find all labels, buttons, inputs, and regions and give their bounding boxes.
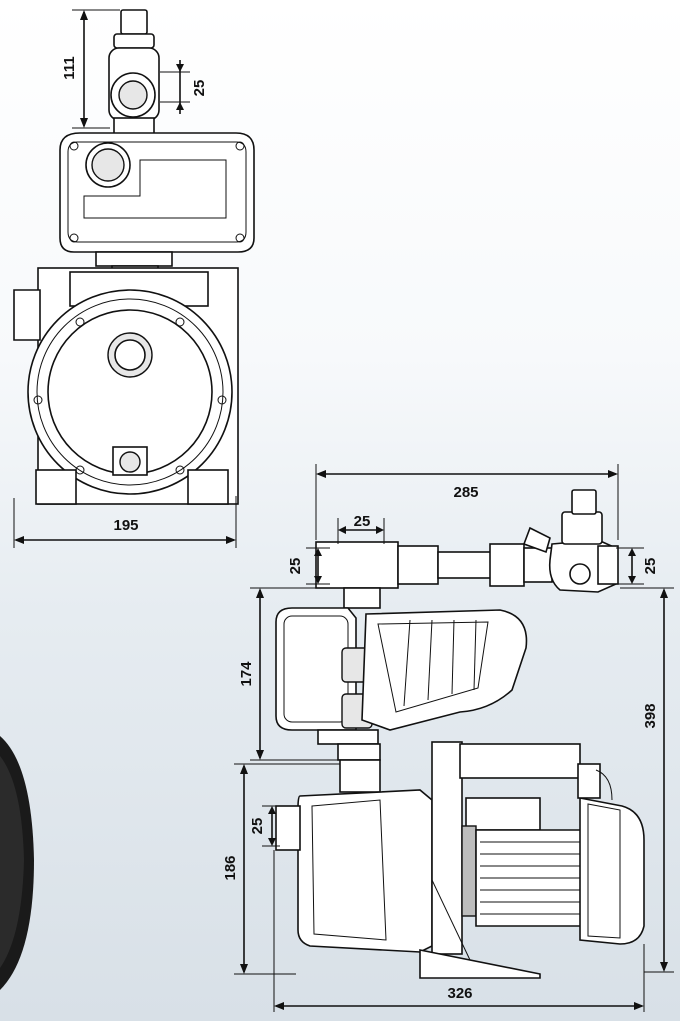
dim-front-width: 195 [13, 496, 237, 548]
dim-label-195: 195 [113, 517, 138, 534]
dim-label-326: 326 [447, 985, 472, 1002]
dim-label-186: 186 [222, 855, 239, 880]
dim-side-total-height: 398 [620, 587, 674, 973]
dim-side-inlet: 25 [249, 805, 280, 847]
dim-label-285: 285 [453, 484, 478, 501]
dim-side-length: 326 [273, 850, 645, 1012]
dim-front-fitting: 25 [160, 60, 208, 114]
dim-side-base-height: 186 [222, 763, 340, 975]
dim-label-side-25-left: 25 [287, 558, 304, 575]
dim-side-controller-height: 174 [238, 587, 340, 761]
front-view-pump [13, 9, 255, 505]
dim-front-inlet-height: 111 [61, 9, 120, 129]
dim-label-side-25-right: 25 [642, 558, 659, 575]
dim-label-111: 111 [61, 56, 78, 79]
dim-label-side-25-inlet: 25 [249, 818, 266, 835]
dim-side-pipe-left: 25 [337, 513, 385, 544]
dim-label-side-25-top: 25 [354, 513, 371, 530]
dim-label-398: 398 [642, 703, 659, 728]
dim-side-pipe-height-left: 25 [287, 547, 330, 585]
dim-side-total-width: 285 [315, 464, 619, 540]
dim-side-pipe-height-right: 25 [616, 547, 659, 585]
side-view-pump [275, 489, 645, 979]
dim-label-174: 174 [238, 661, 255, 687]
dim-label-front-25: 25 [191, 80, 208, 97]
